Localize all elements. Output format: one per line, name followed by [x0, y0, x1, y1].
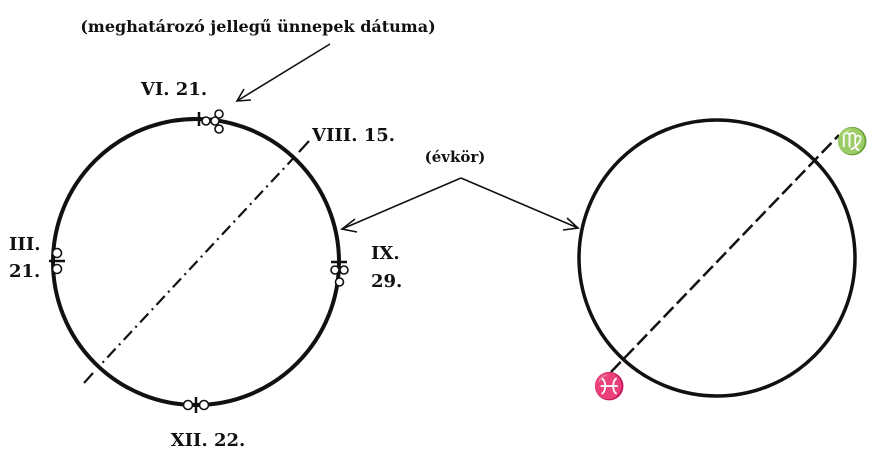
header-arrow	[235, 43, 331, 102]
virgo-icon: ♍	[836, 126, 868, 157]
date-label-left-line2: 21.	[9, 261, 40, 282]
axis-line-right	[610, 134, 840, 373]
date-label-axis: VIII. 15.	[311, 125, 395, 146]
axis-line-left	[90, 149, 302, 376]
date-label-right-line1: IX.	[371, 243, 400, 264]
pisces-icon: ♓	[593, 371, 625, 402]
axis-line-left-tail	[83, 372, 94, 384]
date-label-right-line2: 29.	[371, 271, 402, 292]
axis-line-left-head	[298, 140, 310, 153]
date-label-top: VI. 21.	[140, 79, 207, 100]
festival-marker-top	[197, 109, 224, 134]
date-label-left-line1: III.	[9, 234, 41, 255]
date-label-bottom: XII. 22.	[171, 430, 246, 450]
year-circle-arrows	[340, 177, 580, 233]
festival-marker-left	[49, 247, 65, 275]
year-circle-label: (évkör)	[425, 148, 486, 166]
header-note: (meghatározó jellegű ünnepek dátuma)	[80, 17, 435, 36]
festival-marker-right	[330, 260, 349, 287]
festival-marker-bottom	[182, 397, 210, 413]
year-circle-right	[577, 118, 857, 398]
